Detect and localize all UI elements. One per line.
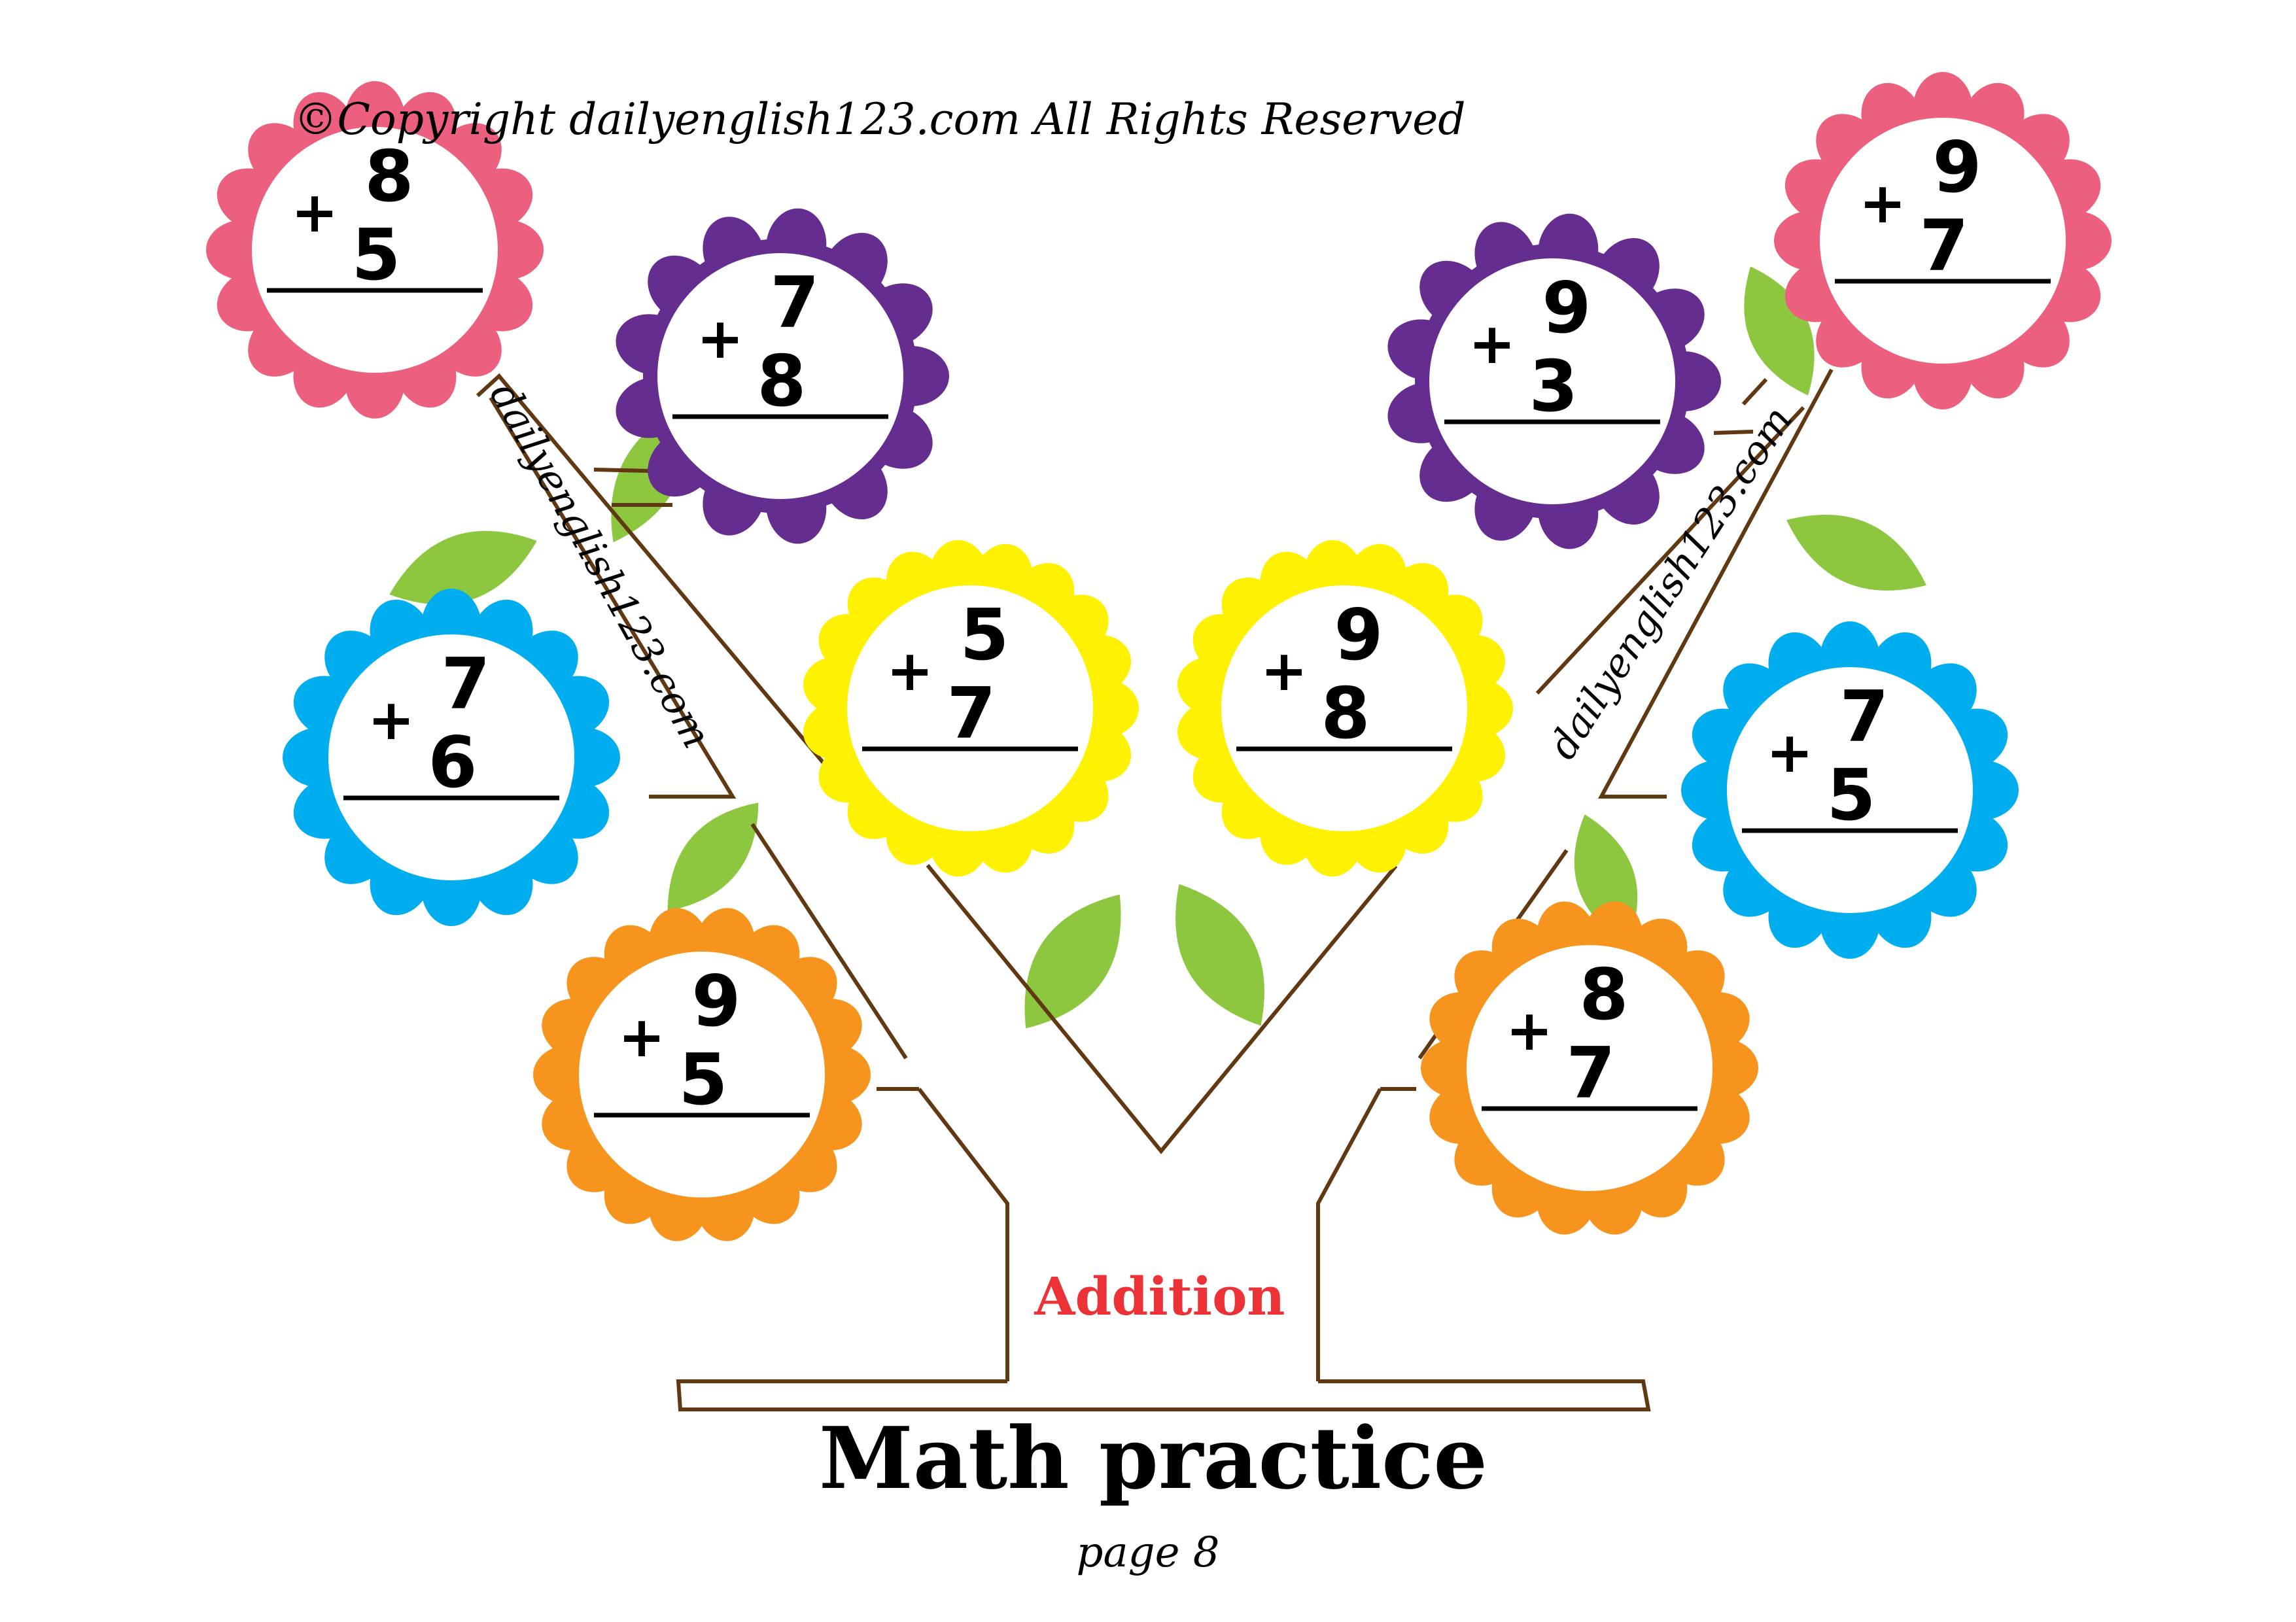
trunk-outline bbox=[1713, 430, 1754, 435]
addend-bottom: 5 bbox=[1826, 755, 1875, 837]
addend-top: 9 bbox=[1542, 267, 1591, 349]
addition-problem-blue-left: +76 bbox=[283, 589, 620, 926]
plus-sign: + bbox=[1261, 638, 1308, 704]
trunk-outline bbox=[1316, 1088, 1382, 1381]
leaf-shape bbox=[1786, 515, 1926, 591]
problem-face bbox=[1467, 945, 1713, 1191]
trunk-outline bbox=[750, 823, 908, 1060]
addend-top: 9 bbox=[1932, 127, 1981, 209]
addend-bottom: 7 bbox=[1919, 205, 1968, 287]
addend-top: 7 bbox=[1839, 676, 1888, 758]
trunk-outline bbox=[676, 1379, 1651, 1411]
trunk-outline bbox=[489, 396, 737, 799]
problem-face bbox=[847, 585, 1093, 831]
page-number: page 8 bbox=[1076, 1528, 1219, 1577]
addend-top: 8 bbox=[1579, 954, 1628, 1036]
addend-bottom: 6 bbox=[428, 722, 477, 804]
page-title: Math practice bbox=[819, 1408, 1487, 1508]
plus-sign: + bbox=[886, 638, 933, 704]
trunk-outline bbox=[1741, 377, 1768, 406]
addition-problem-pink-right: +97 bbox=[1774, 72, 2112, 409]
problem-face bbox=[657, 253, 903, 499]
trunk-outline bbox=[926, 864, 1398, 1154]
addend-bottom: 3 bbox=[1529, 346, 1578, 428]
leaf-shape bbox=[1744, 266, 1815, 396]
plus-sign: + bbox=[697, 306, 744, 371]
addend-bottom: 5 bbox=[351, 215, 400, 296]
problem-face bbox=[1727, 667, 1973, 913]
addend-bottom: 8 bbox=[757, 341, 806, 423]
addend-top: 5 bbox=[960, 595, 1009, 676]
addition-problem-pink-left: +85 bbox=[206, 81, 544, 419]
trunk-outline bbox=[1597, 368, 1834, 799]
category-label: Addition bbox=[1034, 1266, 1285, 1327]
leaf-shape bbox=[389, 530, 537, 605]
addition-problem-purple-left: +78 bbox=[616, 208, 949, 544]
addend-top: 9 bbox=[691, 961, 740, 1043]
addend-bottom: 7 bbox=[1566, 1033, 1615, 1114]
addend-top: 7 bbox=[770, 262, 819, 344]
problem-face bbox=[1221, 585, 1467, 831]
addend-top: 7 bbox=[441, 644, 490, 725]
problem-face bbox=[1429, 258, 1675, 504]
leaf-shape bbox=[1175, 884, 1264, 1026]
copyright-notice: ©Copyright dailyenglish123.com All Right… bbox=[294, 94, 1465, 145]
plus-sign: + bbox=[618, 1005, 665, 1070]
addend-bottom: 8 bbox=[1321, 673, 1370, 755]
addition-problem-orange-right: +87 bbox=[1421, 901, 1758, 1235]
plus-sign: + bbox=[368, 687, 415, 753]
leaf-shape bbox=[1024, 894, 1121, 1029]
addition-problem-yellow-right: +98 bbox=[1177, 540, 1513, 877]
plus-sign: + bbox=[1766, 720, 1813, 785]
addition-problem-yellow-left: +57 bbox=[803, 540, 1139, 877]
addend-top: 8 bbox=[364, 136, 413, 218]
problem-face bbox=[1820, 118, 2066, 364]
problem-face bbox=[579, 952, 825, 1198]
plus-sign: + bbox=[1859, 171, 1906, 236]
addend-bottom: 5 bbox=[678, 1039, 727, 1121]
plus-sign: + bbox=[1469, 311, 1516, 377]
plus-sign: + bbox=[1506, 998, 1553, 1063]
trunk-outline bbox=[476, 373, 826, 765]
problem-face bbox=[252, 127, 498, 373]
plus-sign: + bbox=[291, 180, 338, 245]
addition-problem-blue-right: +75 bbox=[1681, 621, 2019, 959]
addend-bottom: 7 bbox=[947, 673, 996, 755]
flowers: +85+78+93+97+76+57+98+75+95+87 bbox=[206, 72, 2112, 1241]
addend-top: 9 bbox=[1334, 595, 1383, 676]
addition-problem-purple-right: +93 bbox=[1387, 213, 1721, 549]
trunk-outline bbox=[1535, 406, 1805, 695]
problem-face bbox=[328, 634, 574, 880]
addition-problem-orange-left: +95 bbox=[533, 908, 871, 1241]
trunk-outline bbox=[917, 1088, 1009, 1381]
